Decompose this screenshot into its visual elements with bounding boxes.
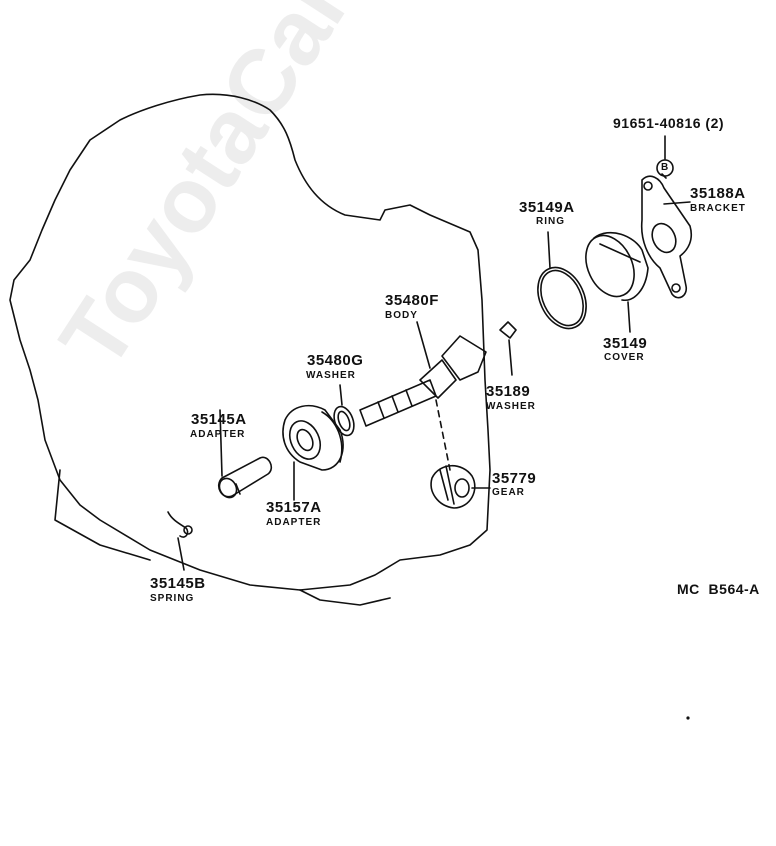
bolt-qty: (2) [705, 115, 725, 131]
part-35480F-name: BODY [385, 310, 418, 321]
stray-dot [686, 716, 690, 720]
part-35145B-number: 35145B [150, 575, 206, 592]
housing-inner-line-2 [299, 589, 391, 606]
bolt-label: 91651-40816 (2) [613, 116, 724, 130]
part-35189-number: 35189 [486, 383, 531, 400]
part-35157A-name: ADAPTER [266, 517, 322, 528]
part-35149A-number: 35149A [519, 199, 575, 216]
adapter-35145A-drawing [217, 409, 273, 499]
part-35480G-number: 35480G [307, 352, 364, 369]
part-35149A-name: RING [536, 216, 565, 227]
part-35145A-number: 35145A [191, 411, 247, 428]
part-35145B-name: SPRING [150, 593, 195, 604]
washer-35189-drawing [499, 321, 517, 376]
part-35145A-name: ADAPTER [190, 429, 246, 440]
part-35188A-number: 35188A [690, 185, 746, 202]
part-35480F-number: 35480F [385, 292, 439, 309]
washer-35480G-drawing [333, 384, 355, 437]
part-35480G-name: WASHER [306, 370, 356, 381]
part-35188A-name: BRACKET [690, 203, 746, 214]
part-35149-number: 35149 [603, 335, 648, 352]
spring-35145B-drawing [167, 511, 193, 571]
part-35149-name: COVER [604, 352, 645, 363]
part-35189-name: WASHER [486, 401, 536, 412]
bolt-callout-letter: B [661, 162, 670, 173]
housing-inner-line [54, 469, 151, 561]
ring-35149A-drawing [537, 231, 587, 330]
transmission-housing-outline [9, 93, 491, 591]
diagram-reference-code: MC B564-A [677, 581, 760, 597]
bolt-callout-circle [656, 159, 674, 177]
part-35157A-number: 35157A [266, 499, 322, 516]
part-35779-number: 35779 [492, 470, 537, 487]
cover-35149-drawing [585, 232, 649, 333]
part-35779-name: GEAR [492, 487, 525, 498]
adapter-35157A-drawing [282, 404, 344, 501]
gear-35779-drawing [430, 464, 491, 509]
body-35480F-drawing [359, 321, 487, 427]
bracket-35188A-drawing [640, 173, 693, 299]
gear-dashed-leader [435, 399, 451, 471]
bolt-number: 91651-40816 [613, 115, 702, 131]
